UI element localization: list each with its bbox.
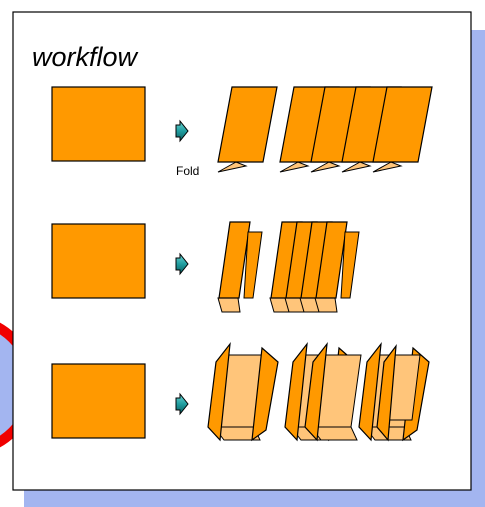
source-sheet-row-2 (51, 223, 146, 299)
right-arrow-icon (175, 119, 189, 143)
row-2 (51, 221, 360, 313)
open-folded-stack (284, 341, 430, 442)
row-3 (51, 341, 430, 442)
folded-single-sheet (217, 86, 278, 173)
source-sheet-row-3 (51, 363, 146, 439)
source-sheet-row-1 (51, 86, 146, 162)
open-folded-sheet (207, 341, 279, 442)
right-arrow-icon (175, 252, 189, 276)
folded-sheet-stack (279, 86, 433, 173)
fold-label: Fold (176, 164, 199, 178)
narrow-folded-stack (269, 221, 360, 313)
diagram-title: workflow (32, 42, 139, 72)
row-1: Fold (51, 86, 433, 178)
narrow-folded-sheet (217, 221, 263, 313)
right-arrow-icon (175, 392, 189, 416)
